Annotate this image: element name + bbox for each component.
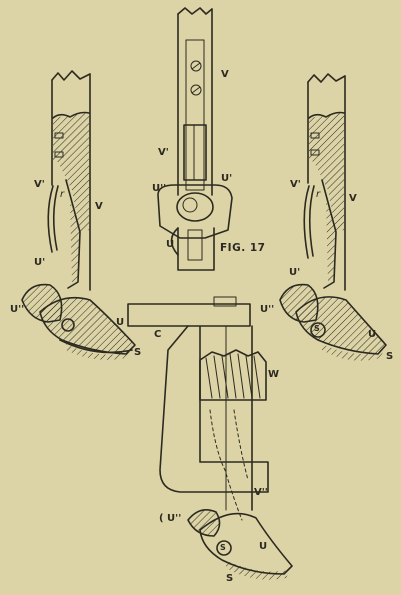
left-label-v: V <box>95 201 103 212</box>
left-label-u: U <box>116 317 125 328</box>
right-view <box>279 73 387 361</box>
bottom-view <box>127 296 293 580</box>
center-label-u-prime: U' <box>221 173 233 184</box>
left-label-r: r <box>60 189 65 200</box>
bottom-label-s: S <box>226 573 234 584</box>
bottom-label-u-double-prime: ( U'' <box>159 513 182 524</box>
center-view <box>157 7 233 271</box>
left-label-s: S <box>134 347 142 358</box>
left-label-v-prime: V' <box>34 179 45 190</box>
bottom-label-u: U <box>259 541 268 552</box>
right-label-s-circle: S <box>314 324 320 333</box>
right-label-u-double-prime: U'' <box>260 304 275 315</box>
center-label-v: V <box>221 69 229 80</box>
right-label-u: U <box>368 329 377 340</box>
right-label-r: r <box>316 189 321 200</box>
bottom-label-s-circle: S <box>220 543 226 552</box>
center-label-u: U <box>166 239 175 250</box>
center-label-v-prime: V' <box>158 147 169 158</box>
left-label-u-prime: U' <box>34 257 46 268</box>
bottom-label-c: C <box>154 329 162 340</box>
bottom-label-v-double-prime: V'' <box>254 487 268 498</box>
bottom-label-w: W <box>268 369 280 380</box>
right-label-v-prime: V' <box>290 179 301 190</box>
figure-caption: FIG. 17 <box>220 242 266 254</box>
right-label-s: S <box>386 351 394 362</box>
center-label-u-double-prime: U'' <box>152 183 167 194</box>
right-label-u-prime: U' <box>289 267 301 278</box>
left-label-u-double-prime: U'' <box>10 304 25 315</box>
left-view <box>21 70 136 360</box>
right-label-v: V <box>349 193 357 204</box>
